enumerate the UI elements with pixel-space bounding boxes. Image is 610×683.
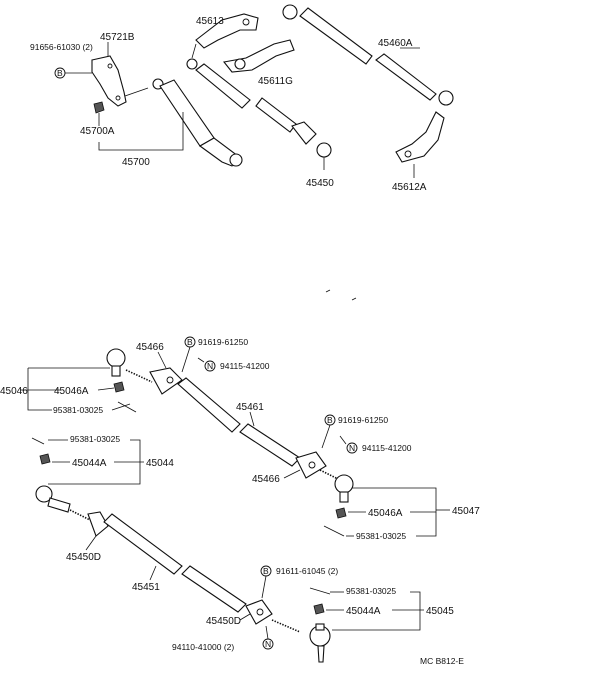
label-45450D-right: 45450D: [206, 616, 241, 627]
svg-text:B: B: [327, 415, 333, 425]
arm-45613: [195, 13, 259, 49]
label-45047: 45047: [452, 506, 480, 517]
label-91656-61030: 91656-61030 (2): [30, 42, 93, 52]
nut-45700A: [93, 101, 105, 114]
bracket-45721B: [91, 55, 127, 107]
label-45721B: 45721B: [100, 32, 135, 43]
label-45700: 45700: [122, 157, 150, 168]
label-45613: 45613: [196, 16, 224, 27]
clamp-45466-top: [149, 367, 183, 395]
label-45044: 45044: [146, 458, 174, 469]
ball-joint-45046-left: [106, 348, 126, 368]
label-45044A-right: 45044A: [346, 606, 381, 617]
label-45612A: 45612A: [392, 182, 427, 193]
relay-rod-45450: [195, 63, 251, 109]
arm-45612A: [395, 111, 445, 163]
label-94115-41200-top: 94115-41200: [220, 361, 270, 371]
svg-text:N: N: [207, 361, 213, 371]
svg-text:B: B: [187, 337, 193, 347]
label-45451: 45451: [132, 582, 160, 593]
label-95381-03025-right-2: 95381-03025: [346, 586, 396, 596]
label-45046A-right: 45046A: [368, 508, 403, 519]
label-91619-61250-mid: 91619-61250: [338, 415, 388, 425]
label-45461: 45461: [236, 402, 264, 413]
label-45045: 45045: [426, 606, 454, 617]
label-94110-41000: 94110-41000 (2): [172, 642, 234, 652]
label-95381-03025-left-2: 95381-03025: [70, 434, 120, 444]
svg-text:B: B: [57, 68, 63, 78]
tube-45461: [177, 377, 241, 433]
damper-body-45700: [159, 79, 215, 147]
clamp-45450D-left: [87, 511, 109, 537]
label-94115-41200-mid: 94115-41200: [362, 443, 412, 453]
label-45466-mid: 45466: [252, 474, 280, 485]
label-45044A-left: 45044A: [72, 458, 107, 469]
svg-text:N: N: [349, 443, 355, 453]
label-45611G: 45611G: [258, 76, 293, 87]
nut-marker-icon: [204, 360, 216, 372]
label-45046A-left: 45046A: [54, 386, 89, 397]
label-45450D-left: 45450D: [66, 552, 101, 563]
svg-text:B: B: [263, 566, 269, 576]
label-45460A: 45460A: [378, 38, 413, 49]
label-91619-61250-top: 91619-61250: [198, 337, 248, 347]
ball-joint-45044-left: [35, 485, 53, 503]
diagram-code: MC B812-E: [420, 656, 464, 666]
arm-45611G: [222, 39, 295, 73]
ball-joint-45047-right: [334, 474, 354, 494]
centre-link-45460A: [299, 7, 373, 65]
label-95381-03025-right-1: 95381-03025: [356, 531, 406, 541]
label-45046: 45046: [0, 386, 28, 397]
label-45450: 45450: [306, 178, 334, 189]
label-95381-03025-left-1: 95381-03025: [53, 405, 103, 415]
label-91611-61045: 91611-61045 (2): [276, 566, 338, 576]
label-45700A: 45700A: [80, 126, 115, 137]
label-45466-top: 45466: [136, 342, 164, 353]
svg-text:N: N: [265, 639, 271, 649]
tube-45451: [103, 513, 183, 575]
nut-marker-icon: [346, 442, 358, 454]
